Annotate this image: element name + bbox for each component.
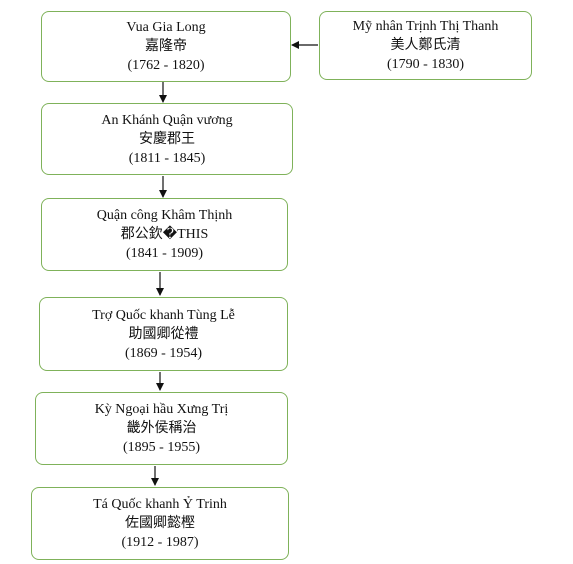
node-name: Vua Gia Long: [126, 20, 206, 35]
node-han-name: 佐國卿懿樫: [125, 516, 195, 531]
node-name: An Khánh Quận vương: [101, 112, 233, 128]
node-years: (1912 - 1987): [121, 535, 199, 550]
node-han-name: 畿外侯稱治: [126, 421, 197, 436]
node-years: (1841 - 1909): [126, 246, 203, 261]
node-name: Mỹ nhân Trịnh Thị Thanh: [352, 19, 499, 34]
node-xung-tri: Kỳ Ngoại hầu Xưng Trị 畿外侯稱治 (1895 - 1955…: [35, 392, 288, 465]
node-years: (1790 - 1830): [387, 57, 464, 72]
node-han-name: 郡公欽�THIS: [120, 227, 209, 242]
node-han-name: 安慶郡王: [139, 131, 195, 147]
node-han-name: 助國卿從禮: [128, 326, 199, 342]
node-years: (1762 - 1820): [127, 58, 205, 73]
node-an-khanh: An Khánh Quận vương 安慶郡王 (1811 - 1845): [41, 103, 293, 175]
node-name: Kỳ Ngoại hầu Xưng Trị: [94, 402, 229, 417]
node-name: Quận công Khâm Thịnh: [96, 208, 233, 223]
node-name: Tá Quốc khanh Ỷ Trinh: [93, 497, 227, 512]
node-years: (1869 - 1954): [125, 345, 202, 361]
node-years: (1811 - 1845): [128, 150, 206, 166]
node-years: (1895 - 1955): [123, 440, 200, 455]
node-trinh-thi-thanh: Mỹ nhân Trịnh Thị Thanh 美人鄭氏清 (1790 - 18…: [319, 11, 532, 80]
node-tung-le: Trợ Quốc khanh Tùng Lễ 助國卿從禮 (1869 - 195…: [39, 297, 288, 371]
node-name: Trợ Quốc khanh Tùng Lễ: [92, 307, 235, 323]
node-han-name: 嘉隆帝: [145, 39, 187, 54]
node-gia-long: Vua Gia Long 嘉隆帝 (1762 - 1820): [41, 11, 291, 82]
node-kham-thinh: Quận công Khâm Thịnh 郡公欽�THIS (1841 - 19…: [41, 198, 288, 271]
node-y-trinh: Tá Quốc khanh Ỷ Trinh 佐國卿懿樫 (1912 - 1987…: [31, 487, 289, 560]
node-han-name: 美人鄭氏清: [390, 38, 461, 53]
